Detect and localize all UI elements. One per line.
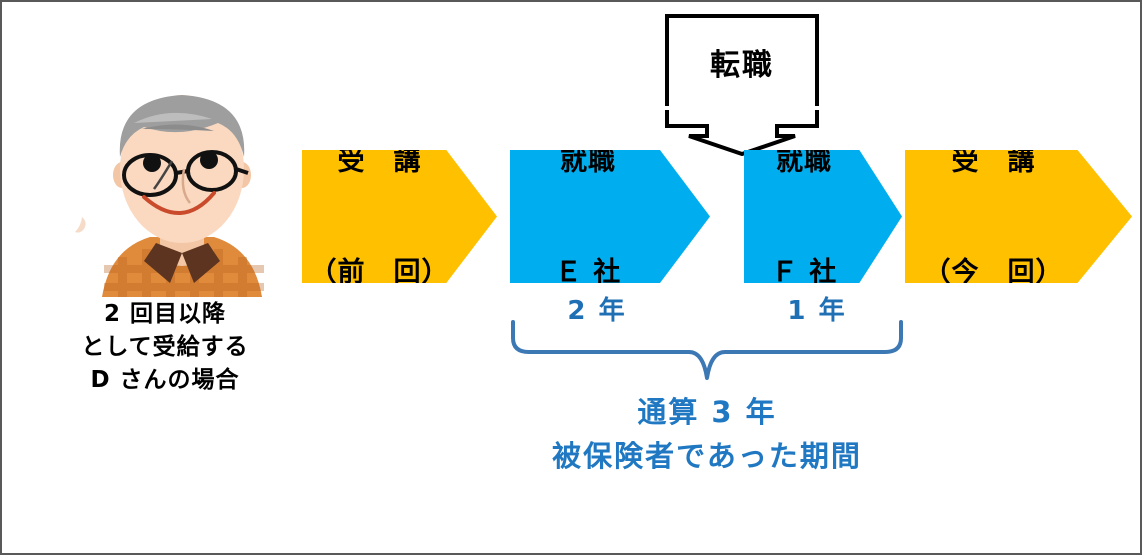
step-2-line-1: 就職	[560, 145, 616, 177]
job-change-callout: 転職	[665, 14, 819, 110]
combined-period-brace-icon	[511, 320, 903, 380]
summary-text: 通算 3 年 被保険者であった期間	[457, 390, 957, 478]
step-3-line-2: Ｆ 社	[770, 256, 838, 288]
job-change-callout-label: 転職	[710, 48, 774, 83]
person-caption-line-1: 2 回目以降	[103, 301, 226, 327]
duration-label-first: 2 年	[567, 296, 627, 326]
callout-down-arrow-icon	[665, 106, 819, 156]
timeline-step-jukou-konkai[interactable]: 受 講 （今 回）	[905, 150, 1132, 283]
step-4-line-2: （今 回）	[923, 256, 1064, 288]
person-caption-line-3: D さんの場合	[90, 367, 240, 393]
step-1-line-1: 受 講	[337, 145, 422, 177]
timeline-step-shushoku-e[interactable]: 就職 Ｅ 社	[510, 150, 710, 283]
summary-line-2: 被保険者であった期間	[552, 439, 862, 473]
person-illustration	[72, 57, 292, 297]
timeline-step-shushoku-f[interactable]: 就職 Ｆ 社	[744, 150, 902, 283]
step-3-line-1: 就職	[776, 145, 832, 177]
duration-label-second: 1 年	[787, 296, 847, 326]
elderly-man-with-glasses-icon	[75, 95, 264, 297]
step-4-line-1: 受 講	[951, 145, 1036, 177]
person-caption: 2 回目以降 として受給する D さんの場合	[20, 298, 310, 397]
step-2-line-2: Ｅ 社	[554, 256, 622, 288]
step-1-line-2: （前 回）	[309, 256, 450, 288]
summary-line-1: 通算 3 年	[637, 395, 777, 429]
person-caption-line-2: として受給する	[81, 334, 249, 360]
timeline-step-jukou-zenkai[interactable]: 受 講 （前 回）	[302, 150, 497, 283]
